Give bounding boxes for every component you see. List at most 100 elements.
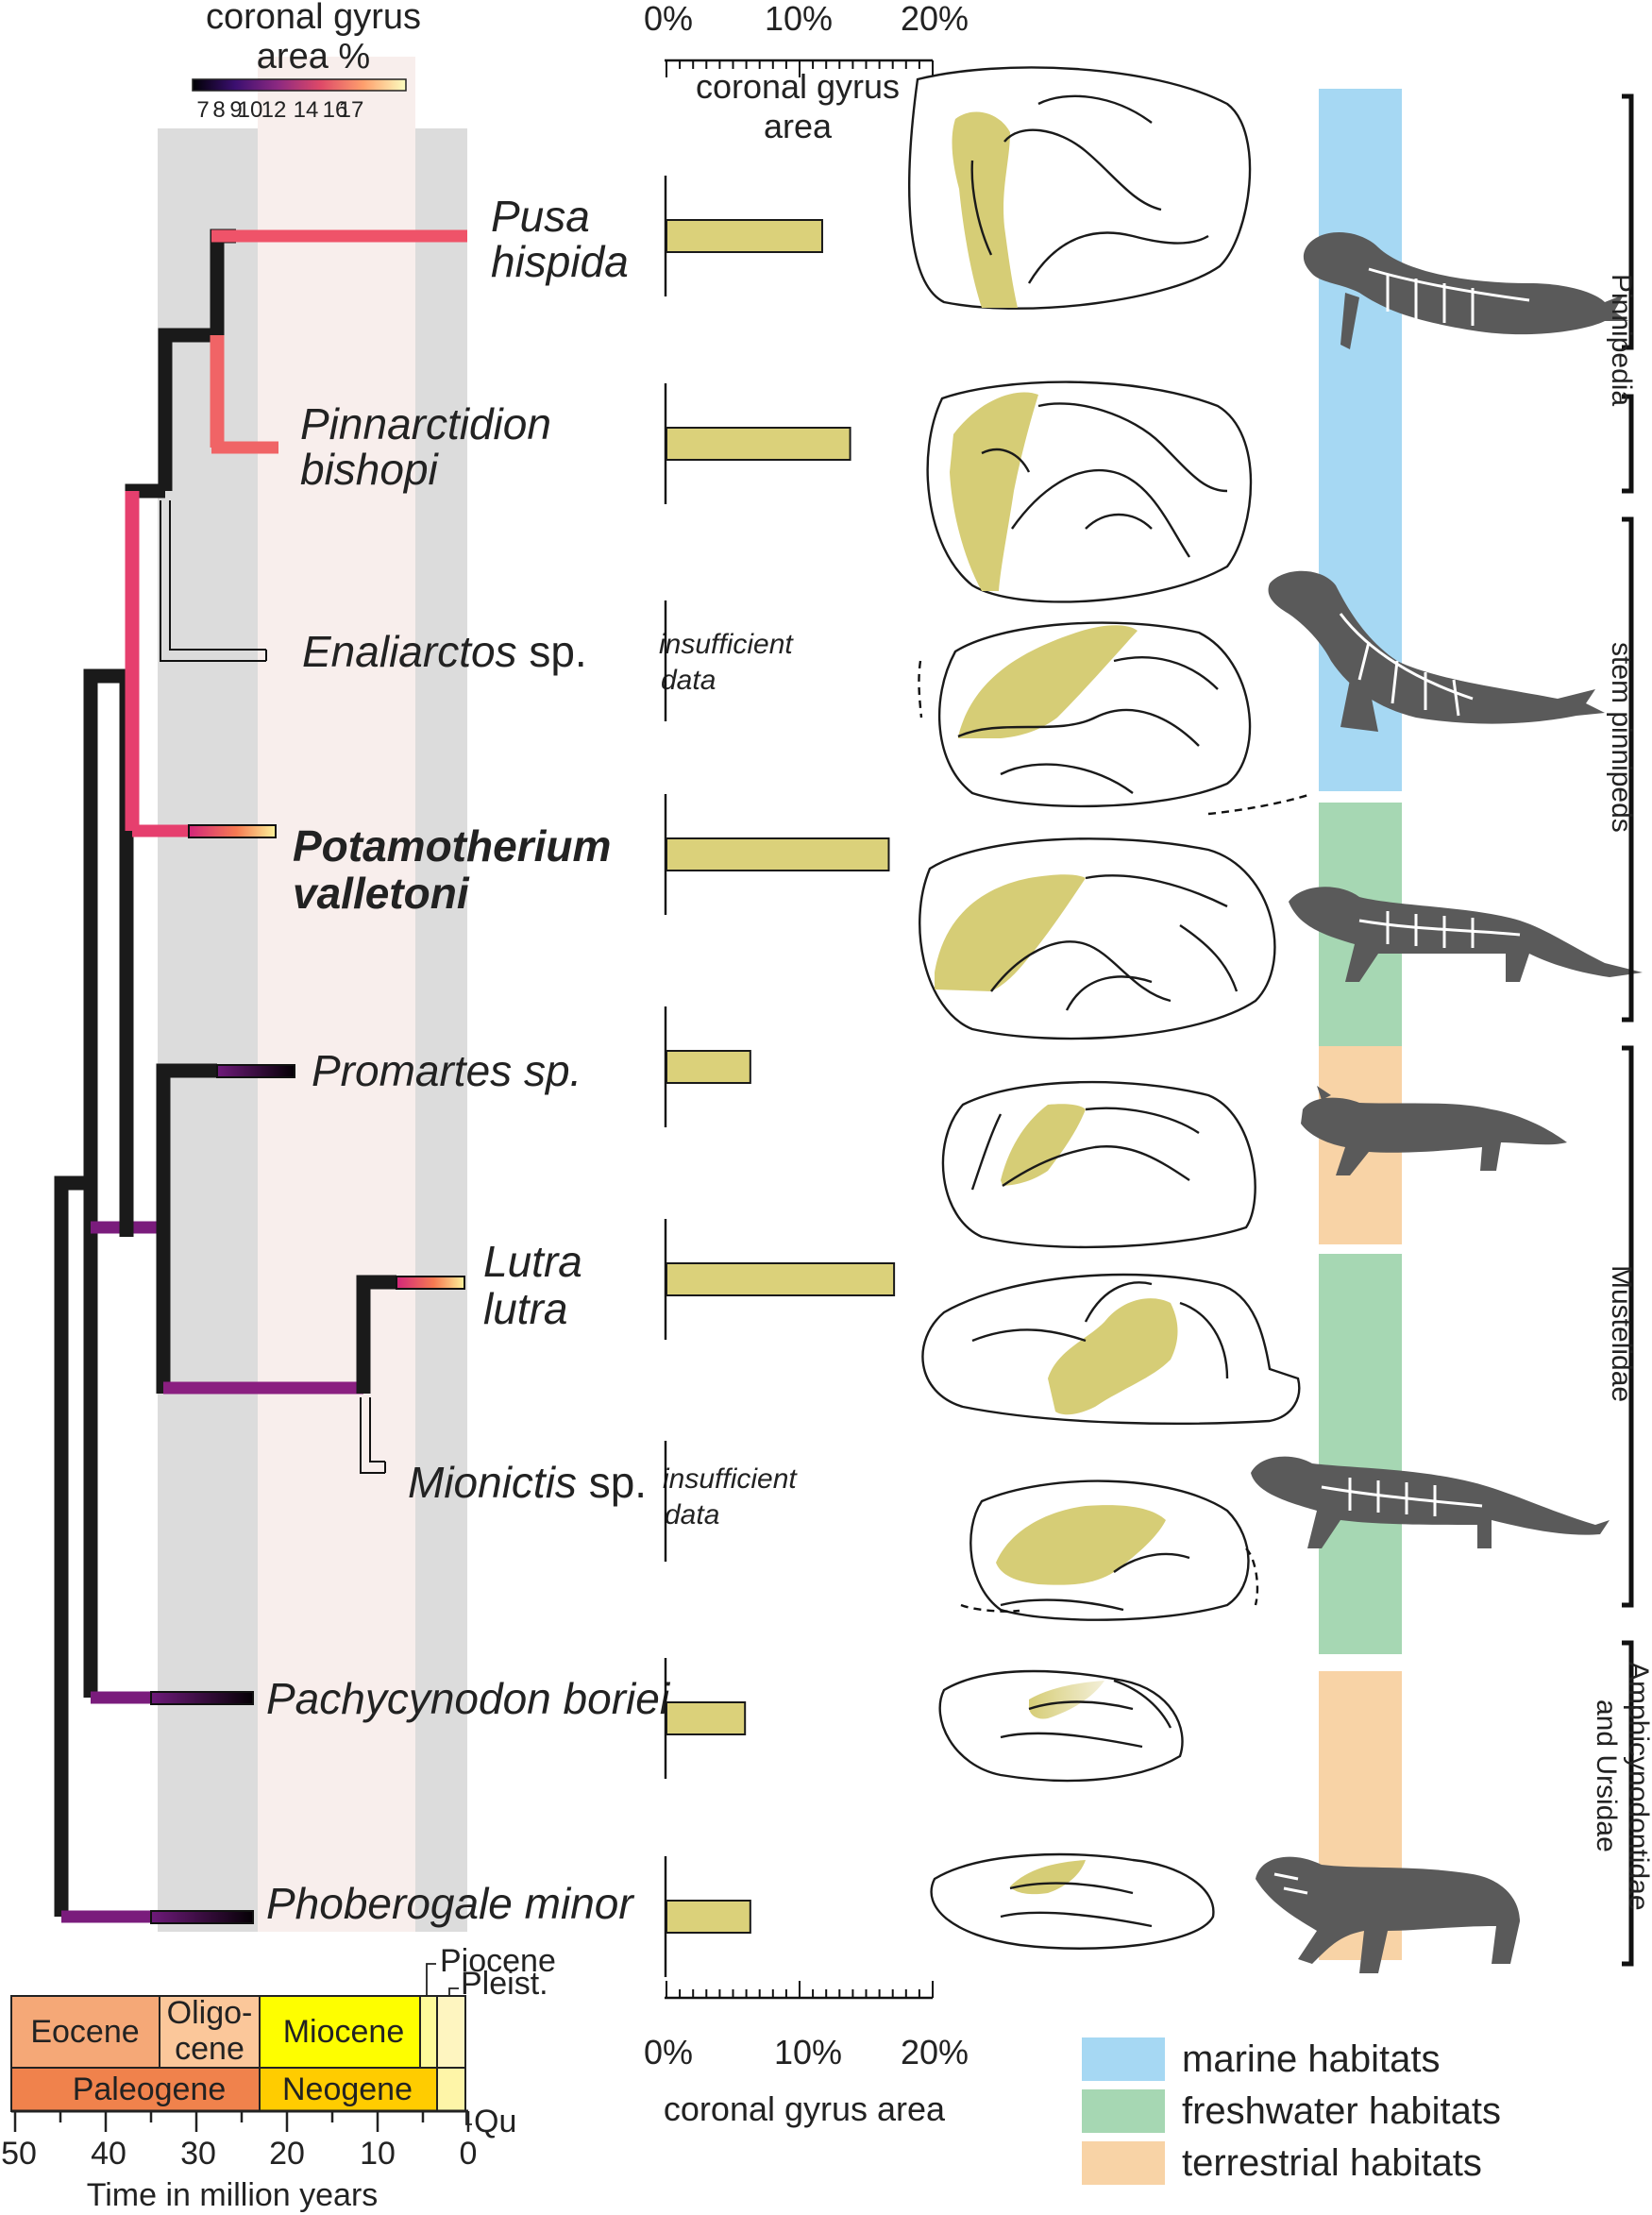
bottom-axis-label: coronal gyrus area [664, 2089, 946, 2128]
time-tick-40: 40 [91, 2136, 126, 2172]
legend-swatch-freshwater [1082, 2089, 1165, 2133]
colorbar-tick-label: 12 [261, 97, 287, 123]
colorbar-gradient [192, 78, 407, 92]
otter-skeleton-icon [1251, 1456, 1610, 1548]
branch-mustelid-node [156, 1063, 217, 1394]
top-tick-0: 0% [644, 0, 693, 38]
taxon-pinnarctidion-1: Pinnarctidion [300, 399, 551, 448]
clade-mustelidae: Mustelidae [1606, 1265, 1637, 1402]
bottom-axis: 0% 10% 20% coronal gyrus area [644, 1981, 969, 2128]
taxon-pachycynodon: Pachycynodon boriei [266, 1674, 671, 1723]
brain-mionictis [960, 1479, 1259, 1621]
label-pliocene: Piocene [440, 1943, 556, 1979]
colorbar-tick-label: 9 [229, 97, 242, 123]
habitat-bars [1319, 89, 1402, 1960]
habitat-freshwater-2 [1319, 1254, 1402, 1654]
label-quaternary: Qu [474, 2104, 516, 2139]
bar-chart: 0% 10% 20% coronal gyrus area 0% 10% 20%… [644, 0, 969, 2128]
legend-label-freshwater: freshwater habitats [1182, 2090, 1501, 2132]
clade-labels: Pinnipedia stem pinnipeds Mustelidae Amp… [1591, 274, 1652, 1911]
clade-ursidae: and Ursidae [1591, 1699, 1622, 1852]
clade-stem-pinnipeds: stem pinnipeds [1606, 642, 1637, 833]
time-tick-0: 0 [460, 2136, 478, 2172]
branch-lutra-node [356, 1275, 396, 1394]
epoch-pliocene [419, 1995, 438, 2069]
top-tick-10: 10% [765, 0, 833, 38]
period-quaternary [436, 2067, 466, 2112]
potamotherium-skeleton-icon [1289, 887, 1643, 982]
brain-potamotherium [919, 837, 1276, 1040]
bar-lutra-lutra [666, 1262, 896, 1296]
timescale: Eocene Oligo- cene Miocene Paleogene Neo… [1, 1943, 556, 2213]
bar-potamotherium-valletoni [666, 837, 890, 871]
legend-label-marine: marine habitats [1182, 2038, 1440, 2080]
label-cene: cene [175, 2031, 244, 2067]
legend-label-terrestrial: terrestrial habitats [1182, 2142, 1482, 2184]
epoch-eocene [10, 1995, 160, 2069]
time-tick-30: 30 [180, 2136, 216, 2172]
animal-silhouettes [1251, 231, 1643, 1973]
taxon-mionictis: Mionictis sp. [408, 1458, 647, 1507]
seal-skeleton-icon [1303, 231, 1628, 349]
brain-pinnarctidion [926, 380, 1253, 603]
stem-pinniped-skeleton-icon [1268, 570, 1605, 732]
taxon-labels: Pusa hispida Pinnarctidion bishopi Enali… [266, 192, 798, 1928]
taxon-pusa-2: hispida [491, 237, 629, 286]
colorbar-title-1: coronal gyrus [206, 0, 421, 37]
legend-swatch-marine [1082, 2037, 1165, 2081]
clade-amphicynodontidae: Amphicynodontidae [1623, 1662, 1652, 1911]
brain-lutra [921, 1273, 1301, 1425]
branch-phoberogale [150, 1910, 254, 1924]
insufficient-mionictis-1: insufficient [663, 1463, 798, 1495]
insufficient-enaliarctos-1: insufficient [659, 629, 794, 660]
label-pleistocene: Pleist. [461, 1966, 548, 2002]
bar-pusa-hispida [666, 219, 823, 253]
taxon-lutra-2: lutra [483, 1284, 567, 1333]
label-eocene: Eocene [30, 2014, 139, 2050]
legend-swatch-terrestrial [1082, 2141, 1165, 2185]
branch-pachycynodon [150, 1691, 254, 1705]
taxon-pusa-1: Pusa [491, 192, 590, 241]
taxon-phoberogale: Phoberogale minor [266, 1879, 634, 1928]
label-paleogene: Paleogene [73, 2071, 227, 2107]
time-bands [158, 57, 467, 1932]
clade-pinnipedia: Pinnipedia [1606, 274, 1637, 406]
bottom-tick-20: 20% [901, 2033, 969, 2071]
branch-root [54, 1175, 91, 1917]
top-axis-label-1: coronal gyrus [696, 67, 900, 106]
time-tick-20: 20 [269, 2136, 305, 2172]
colorbar-tick-label: 16 [323, 97, 348, 123]
label-miocene: Miocene [283, 2014, 405, 2050]
branch-crown-node [158, 328, 217, 491]
bar-phoberogale-minor [666, 1900, 751, 1934]
taxon-potamotherium-1: Potamotherium [293, 821, 611, 871]
colorbar-tick-label: 7 [196, 97, 209, 123]
marten-silhouette-icon [1301, 1086, 1567, 1175]
legend: marine habitats freshwater habitats terr… [1082, 2037, 1501, 2185]
colorbar-tick-label: 10 [238, 97, 263, 123]
bottom-tick-0: 0% [644, 2033, 693, 2071]
colorbar-tick-label: 14 [294, 97, 319, 123]
bar-pachycynodon-boriei [666, 1701, 747, 1735]
taxon-enaliarctos: Enaliarctos sp. [302, 627, 587, 676]
taxon-potamotherium-2: valletoni [293, 869, 470, 918]
time-ticks [13, 2111, 470, 2132]
label-neogene: Neogene [282, 2071, 413, 2107]
brain-promartes [941, 1080, 1256, 1249]
top-axis: 0% 10% 20% coronal gyrus area [644, 0, 969, 145]
colorbar-tick-label: 17 [339, 97, 364, 123]
label-oligo: Oligo- [167, 1995, 253, 2031]
insufficient-enaliarctos-2: data [661, 665, 716, 696]
time-axis-label: Time in million years [87, 2177, 379, 2213]
taxon-promartes: Promartes sp. [312, 1046, 582, 1095]
insufficient-mionictis-2: data [665, 1499, 719, 1530]
time-tick-50: 50 [1, 2136, 37, 2172]
time-tick-10: 10 [360, 2136, 396, 2172]
brain-pusa [908, 66, 1252, 310]
epoch-oligocene [159, 1995, 261, 2069]
bar-pinnarctidion-bishopi [666, 427, 851, 461]
bottom-tick-10: 10% [774, 2033, 842, 2071]
branch-promartes [216, 1064, 295, 1078]
